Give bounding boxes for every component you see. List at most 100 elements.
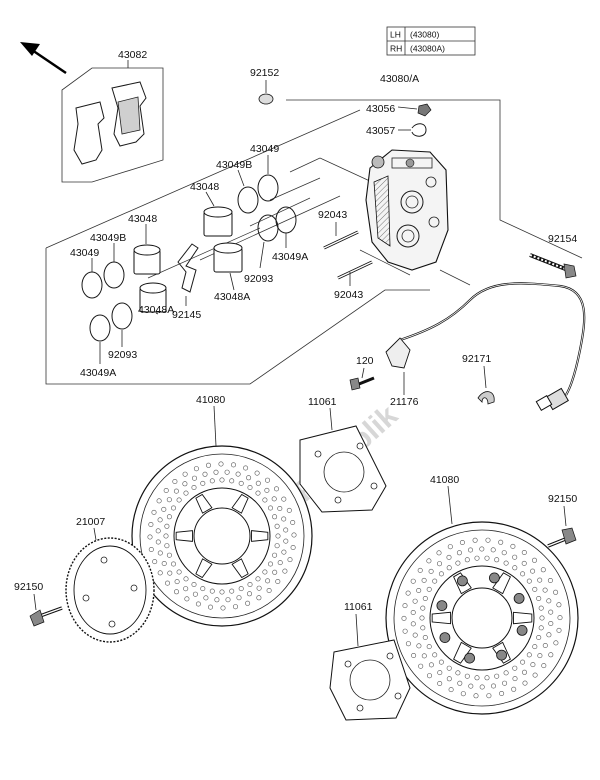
disc-gasket-upper	[299, 407, 387, 513]
disc-hole	[432, 578, 438, 584]
disc-hole	[182, 481, 188, 487]
disc-hole	[531, 557, 537, 563]
disc-hole	[256, 595, 262, 601]
disc-hole	[157, 550, 163, 556]
disc-hole	[167, 570, 173, 576]
disc-hole	[512, 676, 518, 682]
label-43048-upper: 43048	[190, 181, 219, 193]
disc-hole	[421, 653, 427, 659]
label-92171: 92171	[462, 353, 491, 365]
disc-hole	[290, 544, 296, 550]
disc-hole	[243, 465, 249, 471]
disc-hole	[277, 505, 283, 511]
disc-hole	[172, 478, 178, 484]
label-43049-left: 43049	[70, 247, 99, 259]
label-41080-left: 41080	[196, 394, 225, 406]
disc-hole	[468, 683, 474, 689]
legend-lh-code: (43080)	[410, 30, 439, 40]
label-43048a-lower: 43048A	[138, 304, 174, 316]
disc-hole	[412, 598, 418, 604]
disc-hole	[275, 533, 281, 539]
disc-hole	[428, 568, 434, 574]
disc-hole	[176, 497, 182, 503]
disc-hole	[459, 539, 465, 545]
disc-hole	[548, 652, 554, 658]
brake-disc-left	[131, 405, 313, 627]
legend-rh-side: RH	[390, 44, 402, 54]
disc-hole	[474, 675, 480, 681]
disc-hole	[147, 534, 153, 540]
disc-hole	[219, 589, 225, 595]
disc-hole	[537, 577, 543, 583]
disc-hole	[410, 578, 416, 584]
disc-hole	[200, 480, 206, 486]
disc-bolt-right	[547, 505, 577, 548]
disc-hole	[410, 609, 416, 615]
disc-hole	[422, 634, 428, 640]
disc-hole	[266, 587, 272, 593]
disc-hole	[473, 693, 479, 699]
disc-hole	[464, 557, 470, 563]
disc-hole	[538, 625, 544, 631]
disc-hole	[200, 586, 206, 592]
disc-hole	[536, 595, 542, 601]
disc-hole	[274, 543, 280, 549]
label-21176: 21176	[390, 396, 419, 408]
disc-hole	[432, 652, 438, 658]
disc-hole	[456, 550, 462, 556]
legend-rh-code: (43080A)	[410, 44, 445, 54]
disc-hole	[405, 590, 411, 596]
disc-hole	[156, 498, 162, 504]
disc-hole	[542, 642, 548, 648]
abs-sensor-cable	[385, 282, 586, 412]
disc-hole	[526, 578, 532, 584]
disc-hole	[436, 550, 442, 556]
mounting-bolt-92154	[529, 253, 577, 279]
disc-hole	[281, 496, 287, 502]
disc-hole	[183, 490, 189, 496]
disc-hole	[520, 659, 526, 665]
disc-rivet	[439, 632, 451, 643]
brake-disc-right	[385, 485, 579, 715]
disc-hole	[503, 670, 509, 676]
disc-hole	[553, 589, 559, 595]
disc-hole	[224, 469, 230, 475]
disc-hole	[446, 554, 452, 560]
disc-hole	[165, 580, 171, 586]
disc-hole	[219, 477, 225, 483]
disc-hole	[541, 663, 547, 669]
disc-hole	[418, 663, 424, 669]
disc-hole	[455, 670, 461, 676]
disc-hole	[446, 665, 452, 671]
disc-spoke-cutout	[513, 611, 533, 625]
disc-hole	[521, 669, 527, 675]
disc-hole	[220, 605, 226, 611]
label-92043-lower: 92043	[334, 289, 363, 301]
disc-gasket-lower	[329, 613, 411, 721]
disc-hole	[184, 596, 190, 602]
disc-hole	[511, 686, 517, 692]
disc-hole	[171, 505, 177, 511]
disc-hole	[484, 555, 490, 561]
disc-hole	[277, 560, 283, 566]
disc-hole	[448, 687, 454, 693]
disc-hole	[438, 659, 444, 665]
label-43049-upper: 43049	[250, 143, 279, 155]
disc-hole	[426, 586, 432, 592]
disc-hole	[238, 480, 244, 486]
disc-hole	[411, 652, 417, 658]
disc-hole	[164, 523, 170, 529]
disc-hole	[272, 552, 278, 558]
disc-hole	[290, 519, 296, 525]
disc-hole	[281, 549, 287, 555]
disc-rivet	[464, 652, 476, 664]
disc-hole	[264, 477, 270, 483]
disc-hole	[166, 514, 172, 520]
brake-pad-set	[61, 60, 164, 183]
disc-hole	[265, 578, 271, 584]
disc-hole	[498, 539, 504, 545]
disc-hole	[405, 641, 411, 647]
disc-hole	[191, 581, 197, 587]
disc-hole	[231, 462, 237, 468]
disc-hole	[501, 550, 507, 556]
